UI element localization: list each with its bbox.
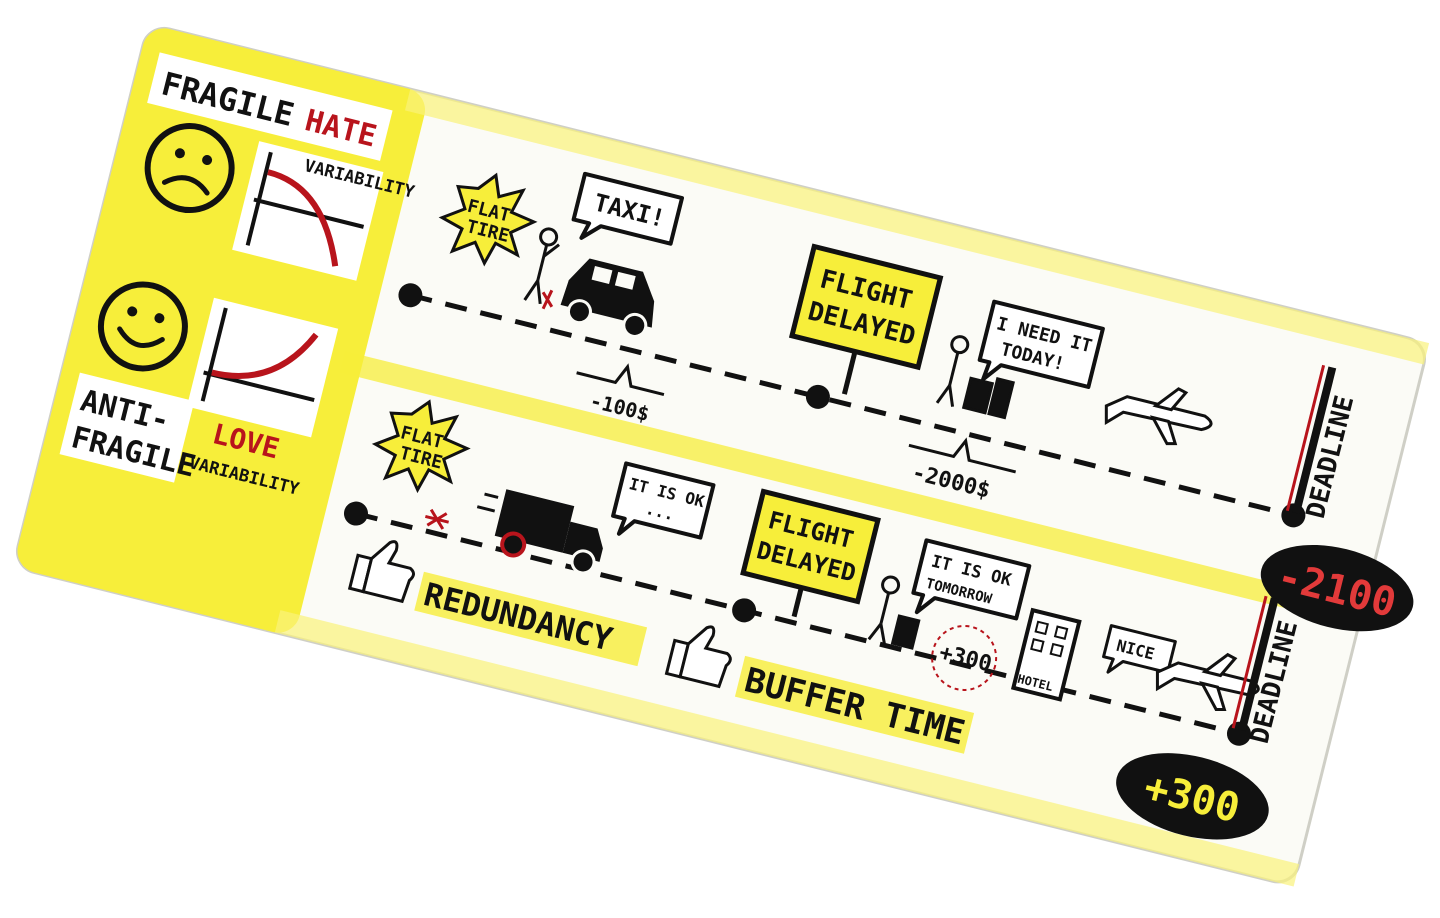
antifragile-label-box — [59, 372, 195, 483]
hotel-icon — [1010, 607, 1082, 702]
antifragile-start-dot — [343, 501, 368, 526]
row-divider — [339, 351, 1364, 627]
deadline-post-red — [1285, 364, 1326, 512]
antifragile-curve-chart — [186, 297, 339, 438]
flight-delayed-sign — [788, 243, 944, 395]
board: FRAGILE HATE VARIABILITY — [16, 26, 1430, 887]
antifragile-flight-dot — [732, 598, 757, 623]
deadline-post — [1292, 366, 1337, 514]
person-icon — [523, 227, 560, 305]
tomorrow-speech-bubble — [911, 538, 1032, 621]
broken-car-icon — [541, 258, 655, 338]
bonus-ring — [931, 624, 998, 691]
flat-tire-spark — [424, 508, 450, 530]
deadline-post-2-red — [1231, 595, 1268, 729]
bottom-band — [274, 610, 1300, 887]
fragile-timeline — [409, 292, 1294, 518]
buffer-highlight — [734, 655, 975, 754]
need-speech-bubble — [977, 299, 1105, 389]
fragile-total-badge — [1260, 544, 1414, 632]
flat-tire-burst-icon — [438, 172, 538, 267]
flat-tire-burst-icon-2 — [371, 399, 471, 494]
traveller-icon-2 — [867, 575, 921, 650]
nice-speech-bubble — [1102, 624, 1177, 675]
taxi-speech-bubble — [571, 171, 684, 246]
truck-icon — [476, 489, 603, 575]
antifragile-total-badge — [1116, 753, 1269, 840]
deadline-post-2 — [1237, 597, 1279, 732]
antifragile-story: FLAT TIRE IT IS OK ... REDUNDANCY — [343, 399, 1304, 840]
fragile-start-dot — [398, 283, 423, 308]
traveller-icon — [935, 335, 1015, 420]
happy-face-icon — [97, 281, 188, 372]
airplane-icon — [1104, 387, 1213, 446]
cost-small-spike — [576, 363, 665, 396]
top-band — [404, 89, 1430, 365]
thumbs-up-icon — [347, 540, 416, 604]
fragile-story: FLAT TIRE TAXI! — [398, 171, 1414, 632]
legend-antifragile: ANTI- FRAGILE LOVE VARIABILITY — [59, 281, 339, 500]
fragile-flight-dot — [805, 384, 830, 409]
sad-face-icon — [144, 123, 235, 214]
flight-delayed-sign-2 — [740, 488, 881, 618]
fragile-curve-chart — [232, 141, 384, 281]
redundancy-highlight — [414, 571, 648, 667]
fragile-label-box — [147, 52, 393, 161]
thumbs-up-icon-2 — [664, 625, 732, 689]
ok-speech-bubble — [611, 461, 716, 540]
cost-big-spike — [908, 437, 1017, 474]
